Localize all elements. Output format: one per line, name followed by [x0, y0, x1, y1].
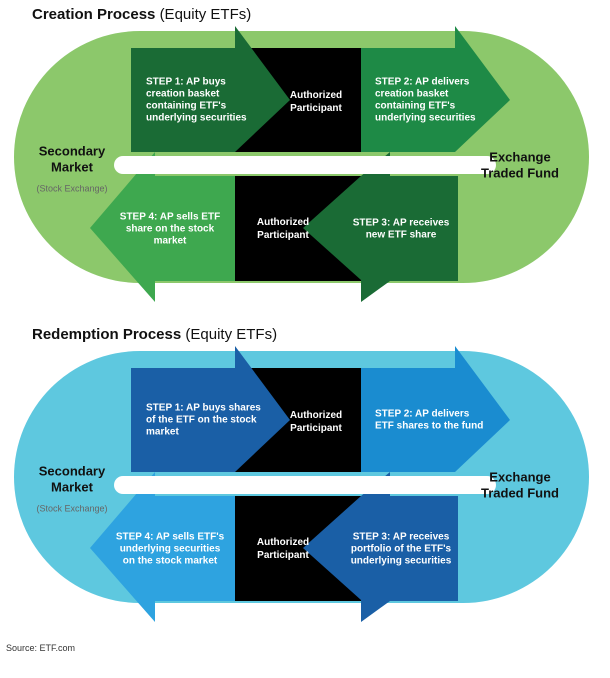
step4-arrow: [90, 472, 235, 622]
redemption-title: Redemption Process (Equity ETFs): [32, 326, 277, 343]
step4-text-line: STEP 4: AP sells ETF: [120, 212, 220, 223]
step1-text-line: underlying securities: [146, 113, 247, 124]
left-label-line: Secondary: [39, 143, 106, 158]
step4-text-line: underlying securities: [120, 544, 221, 555]
step2-text-line: underlying securities: [375, 113, 476, 124]
creation-title-sub: (Equity ETFs): [159, 6, 252, 23]
step3-text-line: underlying securities: [351, 556, 452, 567]
step1-text-line: STEP 1: AP buys: [146, 77, 226, 88]
source-note: Source: ETF.com: [6, 643, 76, 653]
step3-text-line: STEP 3: AP receives: [353, 218, 450, 229]
redemption-title-bold: Redemption Process: [32, 326, 182, 343]
step2-arrow: [361, 346, 510, 472]
ap-label-top-line: Authorized: [290, 90, 342, 101]
step2-text-line: STEP 2: AP delivers: [375, 77, 470, 88]
ap-label-top-line: Participant: [290, 423, 342, 434]
step1-text-line: containing ETF's: [146, 101, 227, 112]
step3-text-line: STEP 3: AP receives: [353, 532, 450, 543]
connector-slot: [114, 156, 496, 174]
connector-slot: [114, 476, 496, 494]
left-sublabel: (Stock Exchange): [36, 183, 107, 193]
step2-text-line: STEP 2: AP delivers: [375, 409, 470, 420]
step3-arrow: [303, 152, 458, 302]
ap-label-bottom-line: Participant: [257, 550, 309, 561]
step2-text-line: containing ETF's: [375, 101, 456, 112]
ap-label-bottom-line: Authorized: [257, 537, 309, 548]
step2-arrow: [361, 26, 510, 152]
step3-text-line: portfolio of the ETF's: [351, 544, 452, 555]
left-label-line: Market: [51, 479, 94, 494]
ap-label-top-line: Participant: [290, 103, 342, 114]
ap-label-top-line: Authorized: [290, 410, 342, 421]
step4-text-line: share on the stock: [126, 224, 215, 235]
step1-arrow: [131, 346, 290, 472]
left-sublabel: (Stock Exchange): [36, 503, 107, 513]
step1-arrow: [131, 26, 290, 152]
step3-arrow: [303, 472, 458, 622]
left-label-line: Secondary: [39, 463, 106, 478]
creation-title-bold: Creation Process: [32, 6, 156, 23]
right-label-line: Exchange: [489, 149, 550, 164]
step4-text-line: market: [154, 236, 187, 247]
step1-text-line: creation basket: [146, 89, 220, 100]
left-label-line: Market: [51, 159, 94, 174]
right-label-line: Exchange: [489, 469, 550, 484]
step2-text-line: creation basket: [375, 89, 449, 100]
right-label-line: Traded Fund: [481, 165, 559, 180]
step4-text-line: STEP 4: AP sells ETF's: [116, 532, 225, 543]
step2-text-line: ETF shares to the fund: [375, 421, 483, 432]
redemption-title-sub: (Equity ETFs): [185, 326, 278, 343]
step3-text-line: new ETF share: [366, 230, 437, 241]
step1-text-line: market: [146, 427, 179, 438]
step4-text-line: on the stock market: [123, 556, 218, 567]
creation-title: Creation Process (Equity ETFs): [32, 6, 251, 23]
right-label-line: Traded Fund: [481, 485, 559, 500]
ap-label-bottom-line: Participant: [257, 230, 309, 241]
step1-text-line: of the ETF on the stock: [146, 415, 257, 426]
step4-arrow: [90, 152, 235, 302]
ap-label-bottom-line: Authorized: [257, 217, 309, 228]
step1-text-line: STEP 1: AP buys shares: [146, 403, 261, 414]
